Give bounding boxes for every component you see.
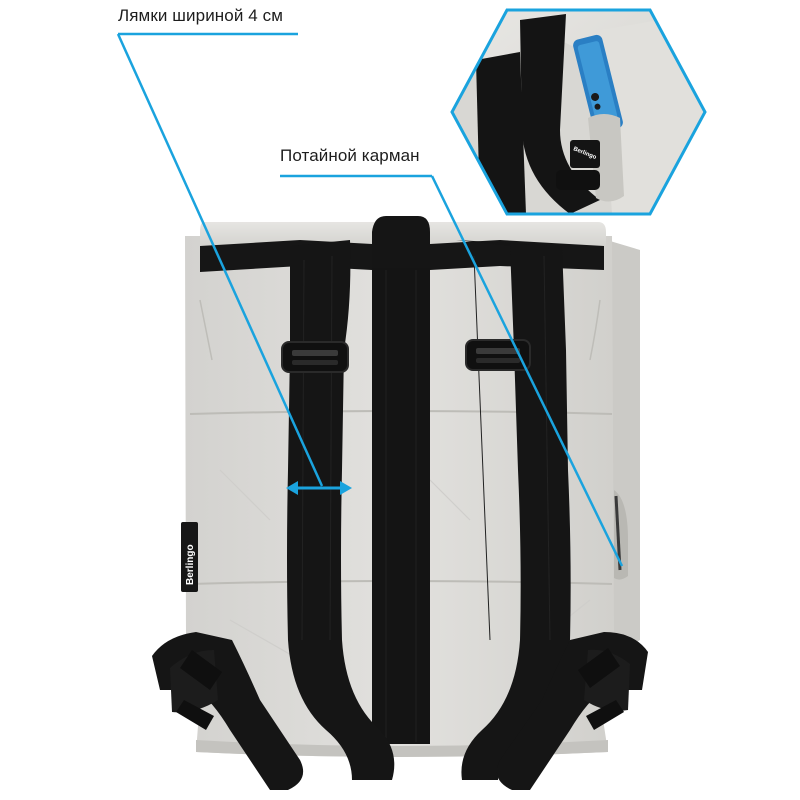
brand-tag xyxy=(181,522,198,592)
right-shoulder-strap xyxy=(456,240,571,780)
right-clip-buckle xyxy=(578,648,624,730)
right-slider-buckle xyxy=(465,339,531,371)
pocket-callout-line xyxy=(280,174,624,567)
left-clip-buckle xyxy=(176,650,222,730)
carry-handle xyxy=(372,216,430,270)
pocket-detail-inset xyxy=(450,8,707,216)
brand-tag-label: Berlingo xyxy=(185,544,196,585)
left-shoulder-strap xyxy=(287,240,395,780)
inset-brand-tag xyxy=(570,140,600,168)
hidden-pocket-callout: Потайной карман xyxy=(280,146,420,165)
strap-width-marker xyxy=(286,481,352,495)
phone-in-pocket xyxy=(573,34,623,133)
straps-callout-line xyxy=(116,32,324,487)
left-slider-buckle xyxy=(281,341,349,373)
center-strap xyxy=(372,268,430,744)
straps-width-callout: Лямки шириной 4 см xyxy=(118,6,284,25)
